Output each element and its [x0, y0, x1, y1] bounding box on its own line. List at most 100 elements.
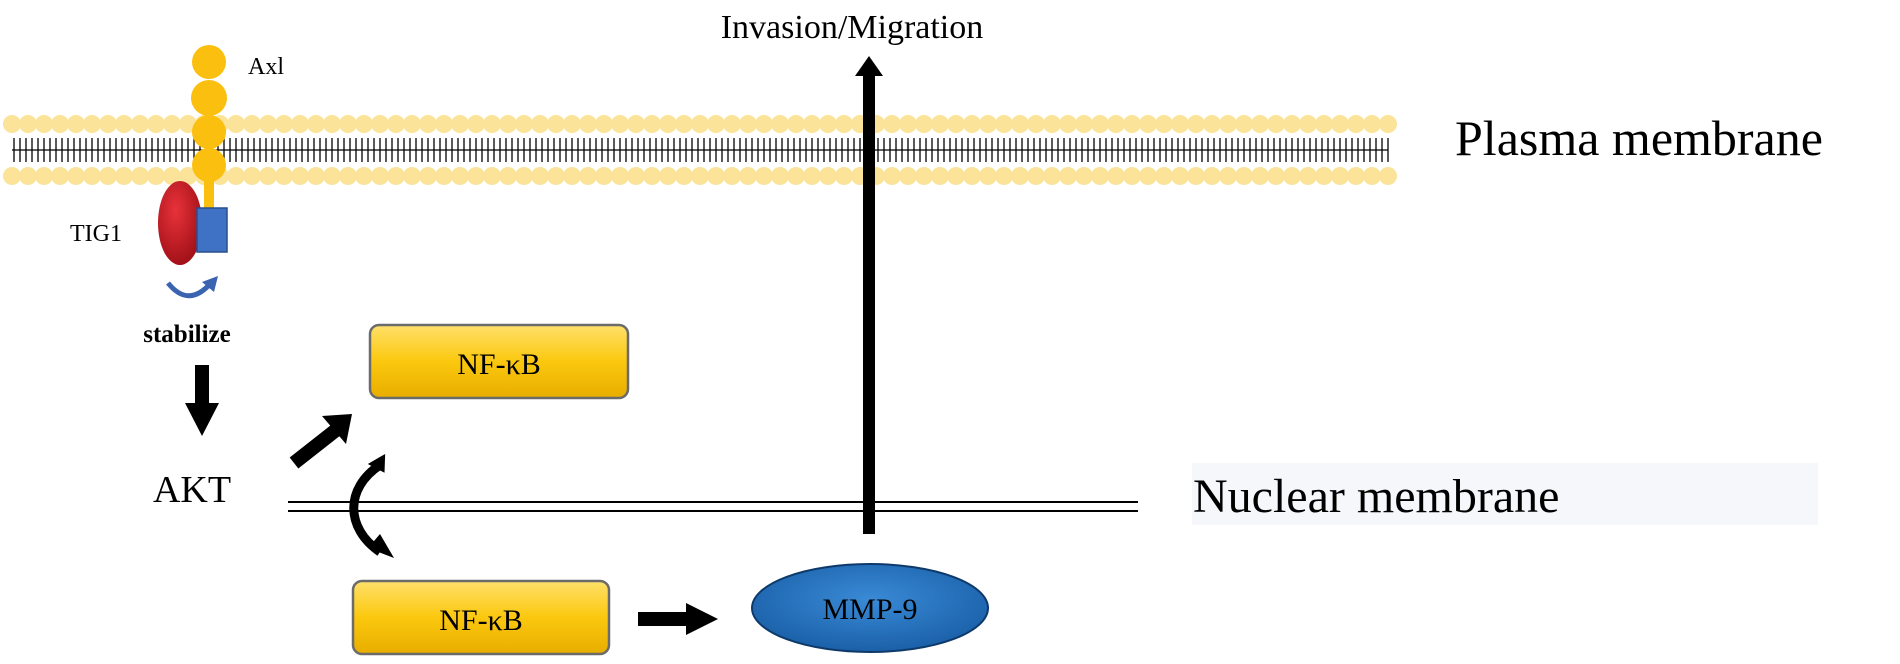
lipid-head	[1363, 115, 1381, 133]
invasion-arrow-icon	[855, 56, 883, 534]
lipid-head	[1091, 115, 1109, 133]
lipid-head	[483, 115, 501, 133]
lipid-head	[339, 115, 357, 133]
lipid-head	[1347, 167, 1365, 185]
lipid-head	[35, 115, 53, 133]
lipid-head	[323, 115, 341, 133]
lipid-head	[771, 167, 789, 185]
lipid-head	[931, 115, 949, 133]
lipid-head	[83, 167, 101, 185]
lipid-head	[691, 167, 709, 185]
nuclear-membrane-label: Nuclear membrane	[1193, 470, 1559, 523]
lipid-head	[323, 167, 341, 185]
lipid-head	[355, 115, 373, 133]
lipid-head	[419, 167, 437, 185]
lipid-head	[147, 167, 165, 185]
lipid-head	[963, 167, 981, 185]
lipid-head	[1251, 115, 1269, 133]
lipid-head	[1123, 167, 1141, 185]
lipid-head	[307, 167, 325, 185]
translocation-curved-arrow-icon	[349, 453, 394, 558]
nfkb-nucleus-box: NF-κB	[351, 579, 611, 656]
lipid-head	[435, 115, 453, 133]
lipid-head	[563, 115, 581, 133]
lipid-head	[1219, 115, 1237, 133]
lipid-head	[115, 167, 133, 185]
lipid-head	[67, 115, 85, 133]
lipid-head	[659, 115, 677, 133]
lipid-head	[595, 167, 613, 185]
lipid-head	[275, 115, 293, 133]
lipid-head	[947, 115, 965, 133]
lipid-head	[1219, 167, 1237, 185]
lipid-head	[1187, 115, 1205, 133]
lipid-head	[275, 167, 293, 185]
lipid-head	[1283, 167, 1301, 185]
lipid-head	[803, 115, 821, 133]
lipid-head	[227, 115, 245, 133]
lipid-head	[499, 167, 517, 185]
lipid-head	[403, 115, 421, 133]
nfkb-cytoplasm-label: NF-κB	[457, 348, 540, 381]
lipid-head	[1171, 115, 1189, 133]
lipid-head	[51, 167, 69, 185]
lipid-head	[371, 167, 389, 185]
nuclear-membrane-label-bg	[1192, 463, 1818, 525]
diagonal-arrow-icon	[289, 414, 352, 469]
lipid-head	[931, 167, 949, 185]
lipid-head	[115, 115, 133, 133]
lipid-head	[755, 115, 773, 133]
lipid-head	[755, 167, 773, 185]
lipid-head	[723, 115, 741, 133]
lipid-head	[387, 115, 405, 133]
lipid-head	[675, 167, 693, 185]
lipid-head	[947, 167, 965, 185]
lipid-head	[99, 115, 117, 133]
lipid-head	[1059, 167, 1077, 185]
lipid-head	[435, 167, 453, 185]
lipid-head	[995, 167, 1013, 185]
lipid-head	[35, 167, 53, 185]
lipid-head	[179, 167, 197, 185]
lipid-head	[1187, 167, 1205, 185]
tig1-label: TIG1	[70, 221, 122, 247]
lipid-head	[1379, 167, 1397, 185]
nfkb-cytoplasm-box: NF-κB	[368, 323, 630, 400]
lipid-head	[163, 167, 181, 185]
lipid-head	[819, 115, 837, 133]
lipid-head	[707, 167, 725, 185]
lipid-head	[1011, 115, 1029, 133]
lipid-head	[579, 115, 597, 133]
lipid-head	[531, 115, 549, 133]
plasma-membrane-label: Plasma membrane	[1455, 110, 1823, 166]
lipid-head	[787, 167, 805, 185]
lipid-head	[1059, 115, 1077, 133]
lipid-head	[1155, 167, 1173, 185]
lipid-head	[915, 115, 933, 133]
lipid-head	[1299, 167, 1317, 185]
lipid-head	[1267, 167, 1285, 185]
lipid-head	[1171, 167, 1189, 185]
lipid-head	[131, 115, 149, 133]
lipid-head	[707, 115, 725, 133]
lipid-head	[67, 167, 85, 185]
lipid-head	[1235, 167, 1253, 185]
lipid-head	[515, 167, 533, 185]
lipid-head	[515, 115, 533, 133]
lipid-head	[1283, 115, 1301, 133]
lipid-head	[611, 167, 629, 185]
lipid-head	[803, 167, 821, 185]
lipid-head	[627, 115, 645, 133]
lipid-head	[1075, 115, 1093, 133]
lipid-head	[595, 115, 613, 133]
lipid-head	[243, 167, 261, 185]
lipid-head	[483, 167, 501, 185]
lipid-head	[643, 115, 661, 133]
lipid-head	[643, 167, 661, 185]
lipid-head	[771, 115, 789, 133]
lipid-head	[1315, 167, 1333, 185]
lipid-head	[691, 115, 709, 133]
lipid-head	[1107, 167, 1125, 185]
lipid-head	[1027, 167, 1045, 185]
